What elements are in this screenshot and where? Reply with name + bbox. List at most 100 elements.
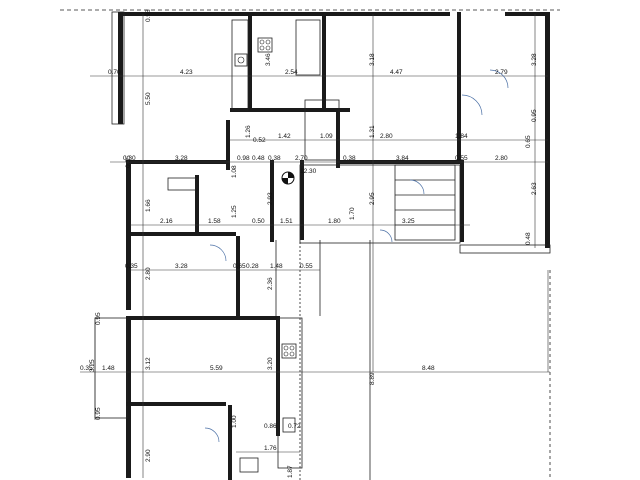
- stair-core: [299, 164, 461, 244]
- wall-v10: [336, 108, 340, 168]
- burner-icon: [283, 345, 289, 351]
- dim-label: 1.80: [328, 218, 341, 225]
- burner-icon: [283, 351, 289, 357]
- burner-icon: [265, 45, 271, 51]
- dim-label: 0.48: [525, 232, 532, 245]
- dim-label: 2.80: [380, 133, 393, 140]
- burner-icon: [259, 39, 265, 45]
- wall-top-right: [505, 12, 550, 16]
- wall-v9: [236, 236, 240, 316]
- dim-label: 3.28: [175, 263, 188, 270]
- dim-label: 0.95: [95, 312, 102, 325]
- dim-label: 1.58: [208, 218, 221, 225]
- wall-i3: [457, 12, 461, 162]
- dim-label: 0.48: [252, 155, 265, 162]
- wall-left-upper: [118, 12, 123, 124]
- dim-label: 0.35: [125, 263, 138, 270]
- door-arc: [461, 94, 483, 116]
- dim-label: 2.36: [267, 277, 274, 290]
- dim-label: 1.26: [245, 125, 252, 138]
- dim-label: 3.18: [369, 53, 376, 66]
- wall-left-lower: [126, 318, 131, 478]
- toilet-icon: [282, 417, 296, 433]
- burner-icon: [265, 39, 271, 45]
- dim-label: 0.38: [268, 155, 281, 162]
- burner-icon: [289, 345, 295, 351]
- wall-i2: [322, 12, 326, 112]
- dim-label: 2.79: [495, 69, 508, 76]
- dim-label: 2.63: [531, 182, 538, 195]
- dim-label: 2.70: [295, 155, 308, 162]
- stair-block: [394, 164, 456, 241]
- wall-v6: [300, 160, 304, 240]
- dim-label: 3.84: [396, 155, 409, 162]
- door-arc: [409, 179, 425, 195]
- door-arc: [204, 427, 220, 443]
- burner-icon: [289, 351, 295, 357]
- dim-label: 1.51: [280, 218, 293, 225]
- dim-label: 3.25: [402, 218, 415, 225]
- center-marker: 12.30: [281, 168, 317, 185]
- fixtures: [234, 37, 297, 473]
- sink-unit: [167, 177, 197, 191]
- quadrant-icon: [288, 172, 294, 178]
- dim-label: 2.95: [369, 192, 376, 205]
- dim-label: 0.52: [253, 137, 266, 144]
- dimension-lines: [80, 14, 550, 478]
- dim-label: 2.16: [160, 218, 173, 225]
- dim-label: 0.86: [264, 423, 277, 430]
- drain-icon: [237, 56, 245, 64]
- dim-label: 1.84: [455, 133, 468, 140]
- dim-label: 1.08: [231, 165, 238, 178]
- wall-top-left: [118, 12, 348, 16]
- stove-icon: [281, 343, 297, 359]
- wall-v7: [460, 160, 464, 242]
- dim-label: 1.00: [231, 415, 238, 428]
- dim-label: 1.66: [145, 199, 152, 212]
- dim-label: 3.20: [267, 357, 274, 370]
- dim-label: 2.54: [285, 69, 298, 76]
- stove-icon: [257, 37, 273, 53]
- misc-labels: 0.38 0.52 0.38 0.28 0.48 0.35: [125, 137, 356, 270]
- dim-label: 0.28: [246, 263, 259, 270]
- dim-label: 0.95: [95, 407, 102, 420]
- dim-label: 8.48: [422, 365, 435, 372]
- sink-icon: [234, 53, 248, 67]
- dim-label: 2.93: [267, 192, 274, 205]
- dim-label: 0.55: [300, 263, 313, 270]
- bath-block: [295, 19, 321, 76]
- dim-label: 3.12: [145, 357, 152, 370]
- dim-label: 3.25: [89, 359, 96, 372]
- dim-label: 0.98: [145, 9, 152, 22]
- lower-wet-area: [277, 317, 303, 469]
- dim-label: 1.31: [369, 125, 376, 138]
- dim-label: 1.25: [231, 205, 238, 218]
- dim-label: 1.70: [349, 207, 356, 220]
- balcony-right: [459, 244, 551, 254]
- door-arc: [209, 244, 227, 262]
- wall-h5: [126, 316, 276, 320]
- center-marker-label: 12.30: [300, 168, 317, 175]
- dim-label: 0.65: [525, 135, 532, 148]
- wall-h6: [126, 402, 226, 406]
- wall-i1: [248, 12, 252, 112]
- interior-walls: [126, 12, 464, 480]
- bathtub-icon: [239, 457, 259, 473]
- dim-label: 2.80: [495, 155, 508, 162]
- thin-lines: [167, 19, 551, 480]
- dim-label: 1.48: [102, 365, 115, 372]
- dim-label: 0.50: [252, 218, 265, 225]
- quadrant-icon: [282, 178, 288, 184]
- dim-label: 3.28: [531, 53, 538, 66]
- door-arc: [489, 69, 509, 89]
- dim-label: 0.30: [123, 155, 136, 162]
- dim-label: 0.98: [237, 155, 250, 162]
- dim-label: 5.59: [210, 365, 223, 372]
- wall-v11: [195, 175, 199, 235]
- dim-label: 0.38: [343, 155, 356, 162]
- wall-v4: [270, 160, 274, 242]
- wall-right: [545, 12, 550, 248]
- wall-v12: [228, 405, 232, 480]
- burner-icon: [259, 45, 265, 51]
